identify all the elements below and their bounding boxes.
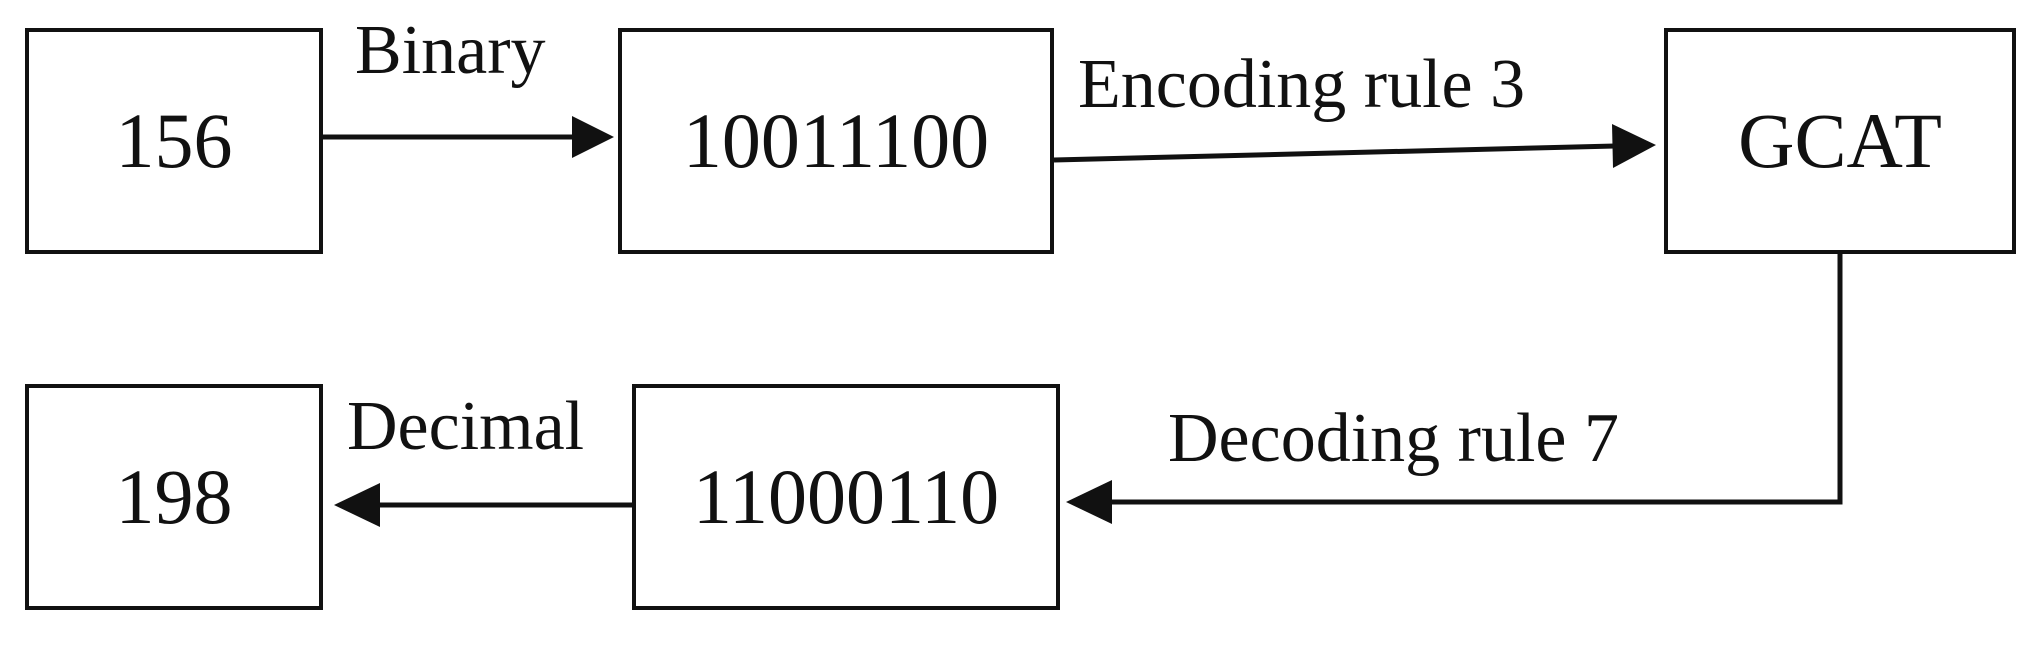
node-decoded-binary: 11000110	[632, 384, 1060, 610]
node-dna-sequence: GCAT	[1664, 28, 2016, 254]
node-binary-text: 10011100	[682, 97, 990, 184]
node-dna-sequence-text: GCAT	[1738, 97, 1942, 184]
node-start-decimal: 156	[25, 28, 323, 254]
node-binary: 10011100	[618, 28, 1054, 254]
edge-label-binary: Binary	[355, 12, 546, 89]
edge-label-encoding-rule: Encoding rule 3	[1078, 46, 1526, 123]
arrow-decode	[1066, 254, 1843, 524]
node-start-decimal-text: 156	[115, 97, 233, 184]
node-result-decimal: 198	[25, 384, 323, 610]
node-decoded-binary-text: 11000110	[692, 453, 1000, 540]
arrow-encode	[1053, 124, 1656, 168]
arrow-to-decimal	[334, 483, 632, 527]
node-result-decimal-text: 198	[115, 453, 233, 540]
edge-label-decoding-rule: Decoding rule 7	[1168, 400, 1619, 477]
arrow-to-binary	[323, 116, 614, 158]
edge-label-decimal: Decimal	[347, 388, 585, 465]
